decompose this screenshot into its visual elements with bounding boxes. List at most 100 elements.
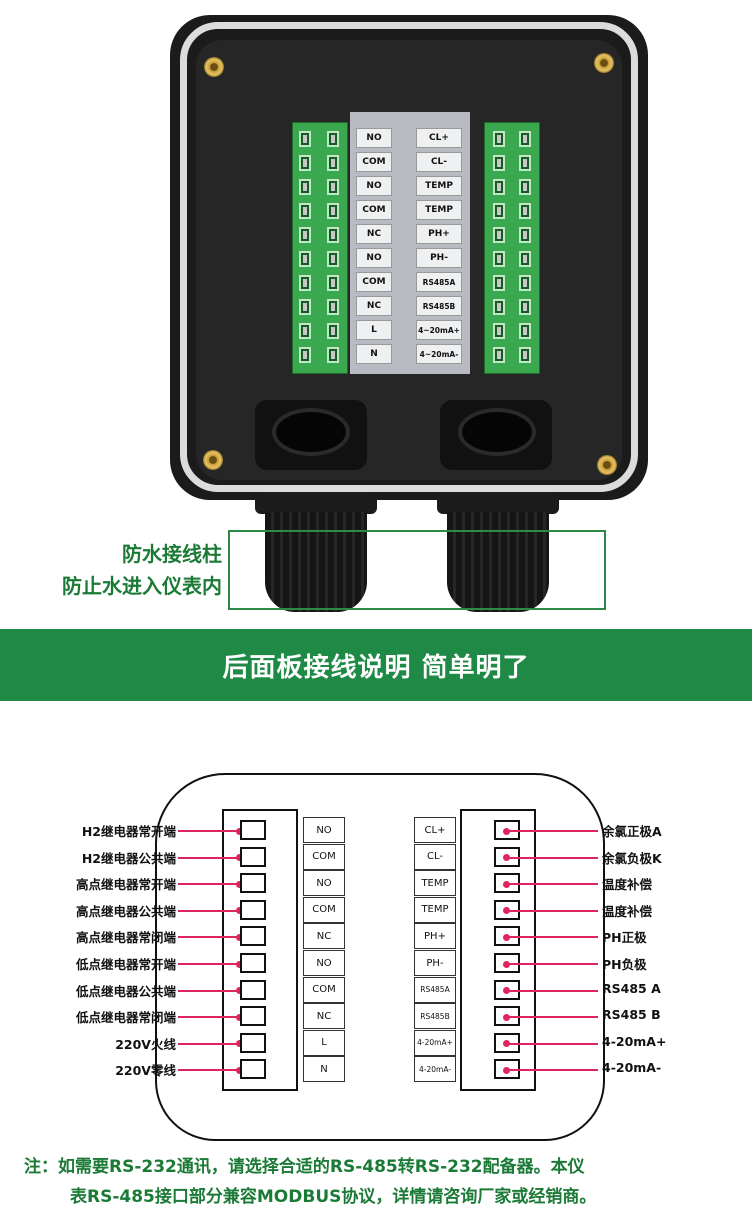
- terminal-screw-slot: [519, 131, 531, 147]
- wire-dot-left: [236, 1040, 243, 1048]
- gland-opening-right: [458, 408, 536, 456]
- terminal-screw-slot: [299, 275, 311, 291]
- terminal-screw-slot: [327, 227, 339, 243]
- right-pin-description: 余氯正极A: [602, 824, 662, 839]
- left-pin-label: NC: [303, 923, 345, 950]
- terminal-screw-slot: [519, 155, 531, 171]
- wire-right: [506, 963, 598, 965]
- strip-label-right: TEMP: [416, 200, 462, 220]
- right-pin-label: CL-: [414, 843, 456, 870]
- left-pin-label: NO: [303, 817, 345, 843]
- right-pin-description: 余氯负极K: [602, 850, 662, 866]
- strip-label-right: TEMP: [416, 176, 462, 196]
- terminal-screw-slot: [493, 131, 505, 147]
- left-pin-description: 220V零线: [115, 1063, 176, 1079]
- enclosure-gasket: [180, 22, 638, 492]
- wire-left: [178, 1042, 240, 1045]
- wire-left: [178, 989, 240, 992]
- wire-left: [178, 883, 240, 886]
- strip-label-left: L: [356, 320, 392, 340]
- terminal-left: [240, 820, 266, 840]
- strip-label-left: COM: [356, 200, 392, 220]
- wire-dot-left: [236, 1013, 243, 1021]
- wire-left: [178, 909, 240, 912]
- wire-right: [506, 856, 598, 859]
- terminal-screw-slot: [327, 179, 339, 195]
- terminal-screw-slot: [493, 251, 505, 267]
- right-pin-label: RS485B: [414, 1003, 456, 1030]
- terminal-left: [240, 979, 266, 1000]
- terminal-screw-slot: [519, 299, 531, 315]
- right-pin-label: PH-: [414, 950, 456, 976]
- terminal-screw-slot: [327, 323, 339, 339]
- gland-cap-left: [255, 492, 377, 514]
- right-pin-label: TEMP: [414, 896, 456, 923]
- wire-dot-left: [236, 854, 243, 862]
- terminal-screw-slot: [519, 179, 531, 195]
- screw-bottom-left: [203, 450, 223, 470]
- terminal-screw-slot: [299, 203, 311, 219]
- terminal-screw-slot: [327, 203, 339, 219]
- right-pin-description: RS485 A: [602, 980, 661, 996]
- wire-left: [178, 1016, 240, 1019]
- terminal-screw-slot: [519, 203, 531, 219]
- terminal-screw-slot: [299, 155, 311, 171]
- terminal-screw-slot: [493, 203, 505, 219]
- terminal-left: [240, 926, 266, 947]
- strip-label-left: NC: [356, 296, 392, 316]
- terminal-left: [240, 846, 266, 867]
- terminal-screw-slot: [327, 155, 339, 171]
- right-pin-label: CL+: [414, 817, 456, 843]
- right-pin-label: RS485A: [414, 976, 456, 1003]
- terminal-screw-slot: [493, 179, 505, 195]
- terminal-screw-slot: [493, 347, 505, 363]
- wire-right: [506, 909, 598, 912]
- wire-dot-left: [236, 960, 243, 968]
- strip-label-left: N: [356, 344, 392, 364]
- right-pin-description: 4-20mA-: [602, 1060, 662, 1076]
- banner-title: 后面板接线说明 简单明了: [222, 652, 530, 683]
- terminal-left: [240, 1006, 266, 1027]
- left-pin-label: COM: [303, 976, 345, 1003]
- wire-right: [506, 1016, 598, 1019]
- strip-label-right: 4~20mA-: [416, 344, 462, 364]
- left-pin-description: 低点继电器常闭端: [75, 1010, 176, 1026]
- strip-label-left: COM: [356, 272, 392, 292]
- strip-label-left: NC: [356, 224, 392, 244]
- wire-dot-left: [236, 1066, 243, 1074]
- wire-dot-left: [236, 933, 243, 941]
- strip-label-right: PH+: [416, 224, 462, 244]
- left-pin-description: 220V火线: [115, 1036, 176, 1052]
- callout-subtitle: 防止水进入仪表内: [62, 574, 222, 598]
- wire-left: [178, 963, 240, 965]
- terminal-screw-slot: [299, 179, 311, 195]
- wire-dot-left: [236, 987, 243, 995]
- right-pin-description: 4-20mA+: [602, 1033, 667, 1049]
- strip-label-right: 4~20mA+: [416, 320, 462, 340]
- terminal-screw-slot: [519, 347, 531, 363]
- left-pin-label: COM: [303, 896, 345, 923]
- right-pin-label: PH+: [414, 923, 456, 950]
- terminal-screw-slot: [299, 323, 311, 339]
- strip-label-left: NO: [356, 248, 392, 268]
- terminal-screw-slot: [299, 347, 311, 363]
- terminal-block-left: [292, 122, 348, 374]
- footnote-line-2: 表RS-485接口部分兼容MODBUS协议，详情请咨询厂家或经销商。: [70, 1187, 597, 1207]
- terminal-screw-slot: [519, 275, 531, 291]
- screw-bottom-right: [597, 455, 617, 475]
- left-pin-description: H2继电器常开端: [81, 824, 176, 839]
- terminal-left: [240, 899, 266, 920]
- strip-label-right: PH-: [416, 248, 462, 268]
- left-pin-label: COM: [303, 843, 345, 870]
- strip-label-left: NO: [356, 128, 392, 148]
- wire-left: [178, 1069, 240, 1072]
- wire-right: [506, 936, 598, 939]
- terminal-left: [240, 1059, 266, 1080]
- terminal-screw-slot: [519, 323, 531, 339]
- footnote: 注：如需要RS-232通讯，请选择合适的RS-485转RS-232配备器。本仪 …: [24, 1152, 744, 1212]
- left-pin-description: 高点继电器常闭端: [75, 930, 176, 946]
- cable-gland-right: [447, 512, 549, 612]
- wire-right: [506, 989, 598, 992]
- wire-right: [506, 830, 598, 832]
- left-pin-label: L: [303, 1029, 345, 1056]
